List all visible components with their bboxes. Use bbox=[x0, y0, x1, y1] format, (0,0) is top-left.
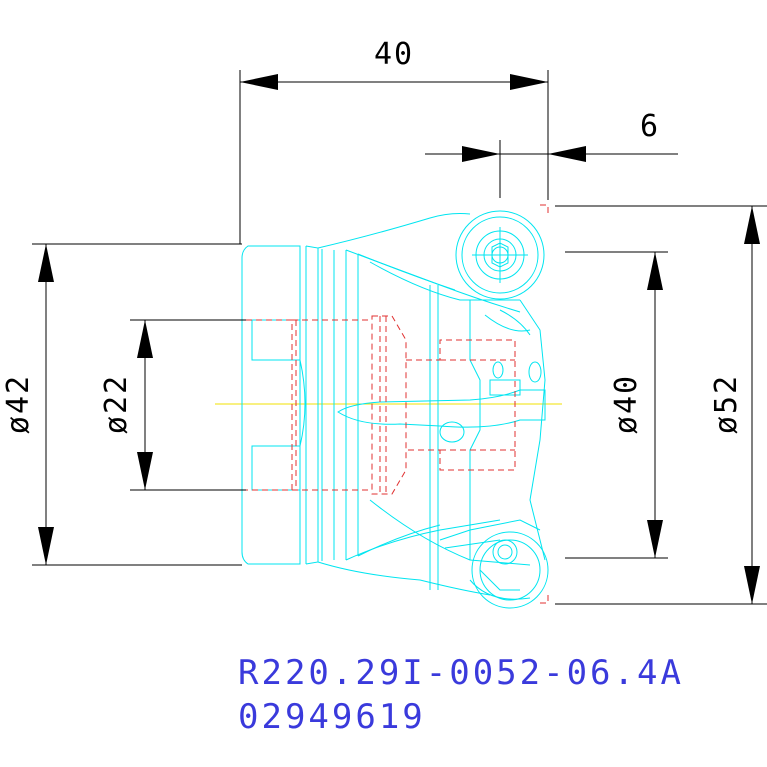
bottom-insert bbox=[471, 531, 549, 609]
dim-dia-42: ø42 bbox=[1, 374, 36, 434]
hidden-lines bbox=[246, 204, 549, 604]
dim-offset-6: 6 bbox=[640, 109, 660, 144]
dim-dia-40: ø40 bbox=[609, 374, 644, 434]
cutter-body bbox=[241, 210, 549, 609]
order-code: 02949619 bbox=[238, 697, 426, 737]
top-insert bbox=[455, 210, 545, 300]
dim-dia-22: ø22 bbox=[99, 374, 134, 434]
part-number: R220.29I-0052-06.4A bbox=[238, 653, 684, 693]
dimension-lines bbox=[32, 70, 767, 605]
dim-length-40: 40 bbox=[374, 37, 414, 72]
dim-dia-52: ø52 bbox=[709, 374, 744, 434]
